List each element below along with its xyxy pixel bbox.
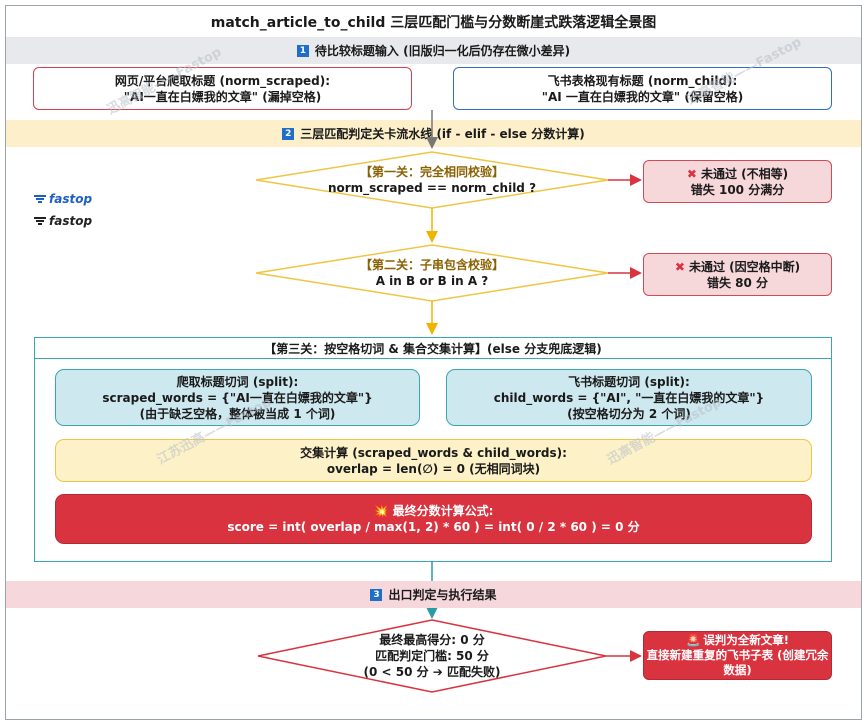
cross-icon: ✖ — [674, 259, 685, 274]
scraped-title-line1: 网页/平台爬取标题 (norm_scraped): — [114, 73, 331, 88]
scraped-title-line2: "AI一直在白嫖我的文章" (漏掉空格) — [123, 89, 322, 104]
diagram-frame — [5, 5, 862, 720]
split-scraped-line1: 爬取标题切词 (split): — [176, 374, 299, 389]
section1-band: 1 待比较标题输入 (旧版归一化后仍存在微小差异) — [6, 37, 861, 64]
intersection-line1: 交集计算 (scraped_words & child_words): — [300, 445, 567, 460]
score-line1: 最终分数计算公式: — [392, 504, 494, 518]
fastop-logo-text: fastop — [49, 192, 93, 206]
gate3-title: 【第三关：按空格切词 & 集合交集计算】(else 分支兜底逻辑) — [35, 338, 831, 359]
result-line1: 误判为全新文章! — [703, 633, 790, 647]
split-scraped-box: 爬取标题切词 (split): scraped_words = {"AI一直在白… — [55, 369, 420, 426]
child-title-box: 飞书表格现有标题 (norm_child): "AI 一直在白嫖我的文章" (保… — [453, 67, 832, 110]
gate2-label: 【第二关：子串包含校验】 A in B or B in A ? — [296, 255, 568, 291]
split-child-box: 飞书标题切词 (split): child_words = {"AI", "一直… — [446, 369, 812, 426]
intersection-box: 交集计算 (scraped_words & child_words): over… — [55, 439, 812, 482]
split-scraped-line2: scraped_words = {"AI一直在白嫖我的文章"} — [102, 390, 373, 405]
intersection-line2: overlap = len(∅) = 0 (无相同词块) — [326, 461, 541, 476]
alarm-icon: 🚨 — [685, 633, 701, 647]
split-child-line1: 飞书标题切词 (split): — [568, 374, 690, 389]
score-line2: score = int( overlap / max(1, 2) * 60 ) … — [227, 520, 640, 534]
fail2-line2: 错失 80 分 — [706, 275, 769, 290]
fastop-logo-dark: fastop — [33, 214, 92, 228]
gate2-line2: A in B or B in A ? — [375, 274, 489, 288]
section2-label: 三层匹配判定关卡流水线 (if - elif - else 分数计算) — [300, 127, 585, 141]
fastop-logo-text: fastop — [49, 214, 93, 228]
section1-number: 1 — [296, 44, 309, 57]
section2-number: 2 — [282, 127, 295, 140]
gate2-line1: 【第二关：子串包含校验】 — [359, 258, 504, 272]
scraped-title-box: 网页/平台爬取标题 (norm_scraped): "AI一直在白嫖我的文章" … — [33, 67, 412, 110]
result-box: 🚨误判为全新文章! 直接新建重复的飞书子表 (创建冗余数据) — [643, 631, 832, 680]
result-line2: 直接新建重复的飞书子表 (创建冗余数据) — [646, 648, 829, 677]
fail1-line2: 错失 100 分满分 — [690, 182, 785, 197]
fail1-line1: 未通过 (不相等) — [700, 166, 789, 181]
final-line1: 最终最高得分: 0 分 — [379, 633, 485, 647]
section3-number: 3 — [370, 588, 383, 601]
final-label: 最终最高得分: 0 分 匹配判定门槛: 50 分 (0 < 50 分 ➔ 匹配失… — [322, 630, 542, 682]
gate1-label: 【第一关：完全相同校验】 norm_scraped == norm_child … — [296, 162, 568, 198]
final-line2: 匹配判定门槛: 50 分 — [375, 649, 489, 663]
final-line3: (0 < 50 分 ➔ 匹配失败) — [363, 665, 501, 679]
split-child-line3: (按空格切分为 2 个词) — [567, 406, 691, 421]
explosion-icon: 💥 — [373, 504, 389, 518]
section3-band: 3 出口判定与执行结果 — [6, 581, 861, 608]
fastop-logo-icon — [34, 195, 46, 203]
section1-label: 待比较标题输入 (旧版归一化后仍存在微小差异) — [314, 44, 571, 58]
fastop-logo-blue: fastop — [33, 192, 92, 206]
gate1-line1: 【第一关：完全相同校验】 — [359, 165, 504, 179]
score-formula-box: 💥最终分数计算公式: score = int( overlap / max(1,… — [55, 494, 812, 544]
split-child-line2: child_words = {"AI", "一直在白嫖我的文章"} — [493, 390, 765, 405]
child-title-line1: 飞书表格现有标题 (norm_child): — [547, 73, 738, 88]
split-scraped-line3: (由于缺乏空格，整体被当成 1 个词) — [139, 406, 336, 421]
final-diamond — [257, 619, 607, 693]
gate1-fail-box: ✖未通过 (不相等) 错失 100 分满分 — [643, 160, 832, 203]
fail2-line1: 未通过 (因空格中断) — [688, 259, 801, 274]
section3-label: 出口判定与执行结果 — [388, 588, 497, 602]
cross-icon: ✖ — [686, 166, 697, 181]
gate1-line2: norm_scraped == norm_child ? — [327, 181, 537, 195]
gate2-fail-box: ✖未通过 (因空格中断) 错失 80 分 — [643, 253, 832, 296]
fastop-logo-icon — [34, 217, 46, 225]
child-title-line2: "AI 一直在白嫖我的文章" (保留空格) — [541, 89, 744, 104]
